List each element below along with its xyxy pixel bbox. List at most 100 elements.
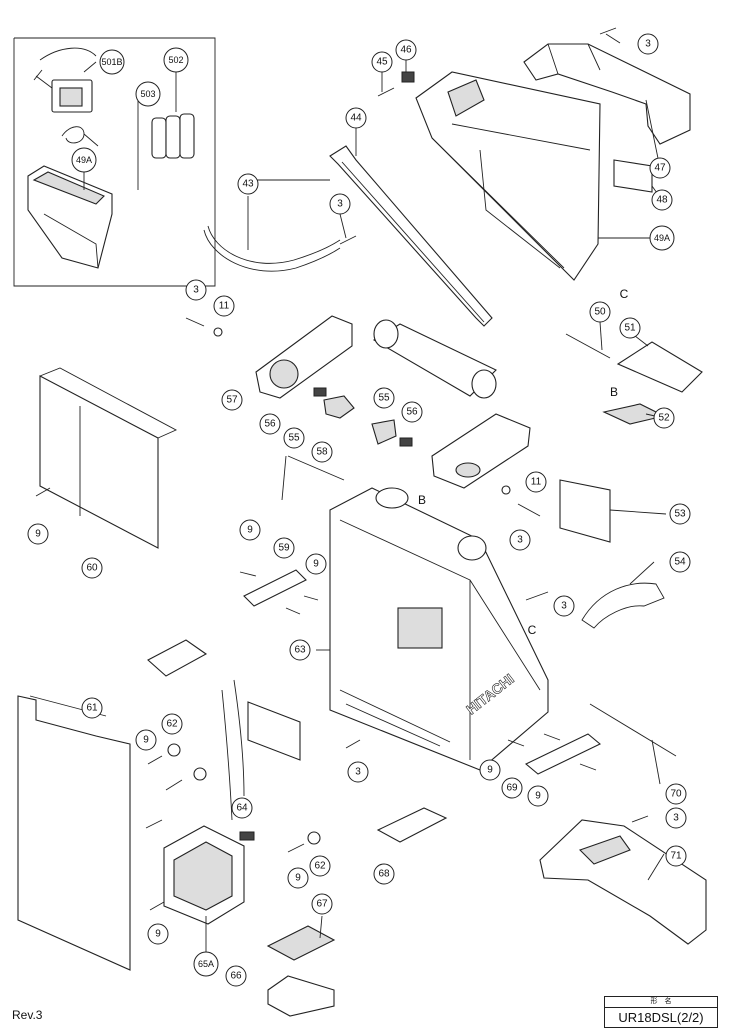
part-right-cover — [431, 413, 531, 489]
callout-bubble — [395, 39, 417, 61]
part-62-spacer-upper — [167, 743, 181, 757]
callout-bubble — [509, 529, 531, 551]
callout-label: 43 — [242, 179, 254, 190]
callout-label: 9 — [247, 525, 253, 536]
callout-label: 48 — [656, 195, 668, 206]
screw-9-65a — [149, 901, 165, 911]
callout-label: 3 — [193, 285, 199, 296]
callout-bubble — [649, 157, 671, 179]
callout-bubble — [283, 427, 305, 449]
callout-label: 11 — [219, 301, 230, 312]
callout-label: 44 — [350, 113, 362, 124]
part-47-handle — [523, 43, 691, 145]
part-65a-battery-box — [163, 825, 245, 925]
callout-label: 60 — [86, 563, 98, 574]
part-67-label — [266, 925, 336, 961]
part-62-spacer-lower — [307, 831, 321, 845]
screw-9-69 — [507, 739, 525, 747]
callout-bubble — [501, 777, 523, 799]
wire-harness — [221, 679, 245, 821]
callout-bubble — [653, 407, 675, 429]
callout-label: 50 — [594, 307, 606, 318]
callout-label: 51 — [624, 323, 636, 334]
screw-3-strap — [339, 235, 357, 245]
screw-3-bottom — [345, 739, 361, 749]
callout-bubble — [27, 523, 49, 545]
callout-label: B — [610, 385, 618, 399]
callout-label: 9 — [295, 873, 301, 884]
screw-9-62b — [165, 779, 183, 791]
callout-label: 9 — [535, 791, 541, 802]
part-502-batteries — [151, 113, 195, 159]
callout-label: 9 — [487, 765, 493, 776]
part-54-clip — [581, 582, 665, 629]
callout-bubble — [161, 713, 183, 735]
washer-11-right — [501, 485, 511, 495]
part-44-lid-panel — [329, 145, 493, 327]
callout-label: 502 — [168, 55, 183, 65]
callout-bubble — [71, 147, 97, 173]
screw-9-right-59 — [303, 595, 319, 601]
callout-bubble — [373, 863, 395, 885]
callout-label: 64 — [236, 803, 248, 814]
screw-9-59 — [239, 571, 257, 577]
part-48-label — [613, 159, 653, 193]
callout-bubble — [651, 189, 673, 211]
callout-bubble — [479, 759, 501, 781]
callout-label: 70 — [670, 789, 682, 800]
callout-label: 54 — [674, 557, 686, 568]
callout-bubble — [311, 893, 333, 915]
callout-bubble — [239, 519, 261, 541]
callout-bubble — [135, 729, 157, 751]
callout-label: 63 — [294, 645, 306, 656]
callout-bubble — [237, 173, 259, 195]
callout-bubble — [527, 785, 549, 807]
washer-11-left — [213, 327, 223, 337]
callout-label: 62 — [314, 861, 326, 872]
part-51-bracket — [616, 341, 703, 393]
callout-label: 45 — [376, 57, 388, 68]
part-tuning-drum — [372, 319, 497, 399]
callout-label: 55 — [288, 433, 300, 444]
callout-bubble — [309, 855, 331, 877]
callout-bubble — [221, 389, 243, 411]
part-503-cable — [61, 126, 99, 147]
part-switch-block — [147, 639, 208, 677]
callout-label: 503 — [140, 89, 155, 99]
part-70-rod — [589, 703, 677, 757]
part-63-main-chassis — [329, 487, 549, 771]
callout-bubble — [259, 413, 281, 435]
part-61-side-panel — [17, 695, 131, 971]
part-60-back-panel — [39, 367, 178, 549]
part-49a-case — [415, 71, 601, 281]
part-68-switch-bar — [376, 807, 448, 843]
part-64-fuse — [239, 831, 255, 841]
callout-label: B — [418, 493, 426, 507]
screw-9-69b — [543, 733, 561, 741]
callout-bubble — [225, 965, 247, 987]
callout-label: 67 — [316, 899, 328, 910]
callout-label: 49A — [76, 155, 92, 165]
model-number: UR18DSL(2/2) — [618, 1010, 704, 1025]
callout-bubble — [619, 317, 641, 339]
callout-bubble — [213, 295, 235, 317]
part-46-knob — [401, 71, 415, 83]
callout-label: 11 — [531, 477, 542, 488]
callout-label: 49A — [654, 233, 670, 243]
callout-bubble — [649, 225, 675, 251]
callout-bubble — [401, 401, 423, 423]
part-66-battery-cover — [267, 975, 335, 1017]
part-43-strap — [207, 225, 341, 264]
screw-3-top — [599, 27, 617, 35]
part-56-spring-right — [399, 437, 413, 447]
callout-bubble — [525, 471, 547, 493]
part-49a-lid-small — [27, 165, 113, 269]
callout-bubble — [289, 639, 311, 661]
part-55-gear-left — [323, 395, 355, 419]
callout-bubble — [305, 553, 327, 575]
callout-bubble — [135, 81, 161, 107]
callout-label: 61 — [86, 703, 98, 714]
callout-bubble — [665, 845, 687, 867]
